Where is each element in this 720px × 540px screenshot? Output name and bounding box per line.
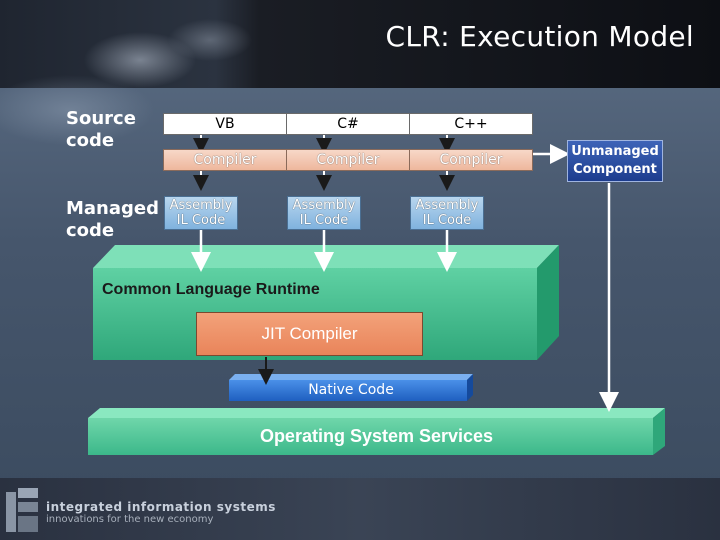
- il-code-label: IL Code: [422, 213, 472, 228]
- assembly-to-clr-arrows: [191, 230, 457, 272]
- managed-code-label-line1: Managed: [66, 198, 159, 219]
- native-code-label: Native Code: [308, 382, 394, 398]
- source-code-label: Source code: [66, 108, 136, 152]
- source-code-label-line1: Source: [66, 108, 136, 129]
- compile-arrows: [193, 135, 455, 191]
- managed-code-label-line2: code: [66, 220, 115, 241]
- company-tagline: innovations for the new economy: [46, 514, 214, 525]
- assembly-box-csharp: Assembly IL Code: [287, 196, 361, 230]
- native-code-bar: [229, 374, 473, 401]
- slide-title: CLR: Execution Model: [385, 20, 694, 53]
- managed-code-label: Managed code: [66, 198, 159, 242]
- unmanaged-component-box: Unmanaged Component: [567, 140, 663, 182]
- company-name: integrated information systems: [46, 500, 276, 514]
- unmanaged-label-line2: Component: [573, 162, 657, 177]
- compiler-box-csharp: Compiler: [286, 149, 410, 171]
- jit-compiler-label: JIT Compiler: [261, 324, 358, 343]
- language-box-vb: VB: [163, 113, 287, 135]
- assembly-label: Assembly: [415, 198, 479, 213]
- unmanaged-label-line1: Unmanaged: [571, 144, 659, 159]
- company-logo-icon: [6, 488, 38, 532]
- source-code-label-line2: code: [66, 130, 115, 151]
- os-services-block: [88, 408, 665, 455]
- clr-label: Common Language Runtime: [102, 281, 320, 298]
- compiler-box-cpp: Compiler: [409, 149, 533, 171]
- footer-band: [0, 478, 720, 540]
- assembly-box-cpp: Assembly IL Code: [410, 196, 484, 230]
- compiler-box-vb: Compiler: [163, 149, 287, 171]
- jit-compiler-box: JIT Compiler: [196, 312, 423, 356]
- language-box-cpp: C++: [409, 113, 533, 135]
- assembly-label: Assembly: [292, 198, 356, 213]
- il-code-label: IL Code: [299, 213, 349, 228]
- assembly-label: Assembly: [169, 198, 233, 213]
- language-box-csharp: C#: [286, 113, 410, 135]
- hand-photo-image: [0, 0, 270, 170]
- os-services-label: Operating System Services: [259, 425, 494, 446]
- il-code-label: IL Code: [176, 213, 226, 228]
- assembly-box-vb: Assembly IL Code: [164, 196, 238, 230]
